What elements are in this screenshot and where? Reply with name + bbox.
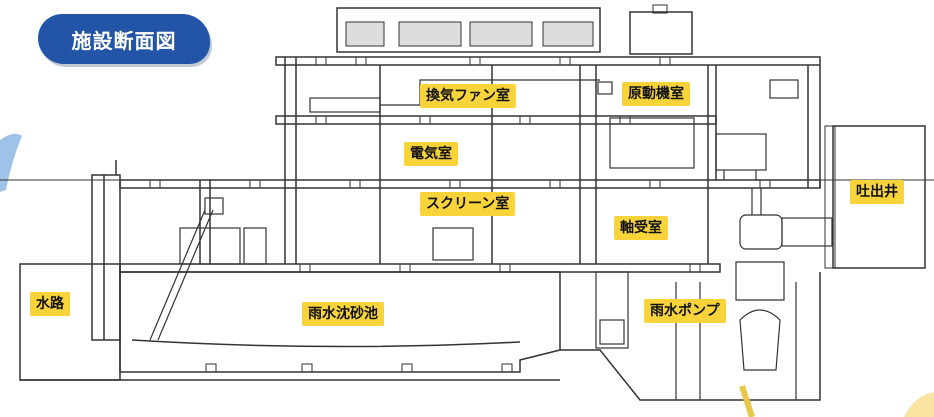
discharge-well-structure — [832, 125, 926, 269]
diagram-title: 施設断面図 — [38, 14, 210, 64]
waterway-structure — [19, 160, 121, 381]
screen-equipment — [149, 197, 474, 341]
pump-pit — [595, 261, 797, 400]
label-prime-mover-room: 原動機室 — [622, 82, 690, 106]
label-screen-room: スクリーン室 — [420, 192, 516, 216]
label-ventilation-fan-room: 換気ファン室 — [420, 84, 516, 108]
label-discharge-well: 吐出井 — [850, 180, 904, 204]
roof-louvers — [345, 21, 594, 47]
label-bearing-room: 軸受室 — [614, 216, 668, 240]
label-electrical-room: 電気室 — [404, 142, 458, 166]
decorative-blob — [904, 392, 934, 417]
engine-unit — [609, 79, 799, 180]
grit-chamber-basin — [20, 271, 821, 401]
label-grit-chamber: 雨水沈砂池 — [302, 302, 384, 326]
label-waterway: 水路 — [30, 292, 70, 316]
label-stormwater-pump: 雨水ポンプ — [644, 299, 726, 323]
slab-markers — [149, 56, 771, 373]
roof-penthouse — [336, 7, 601, 53]
decorative-pipe — [739, 385, 755, 417]
roof-tank — [629, 11, 693, 55]
discharge-pipe — [739, 188, 833, 250]
decorative-swoosh — [0, 133, 22, 192]
